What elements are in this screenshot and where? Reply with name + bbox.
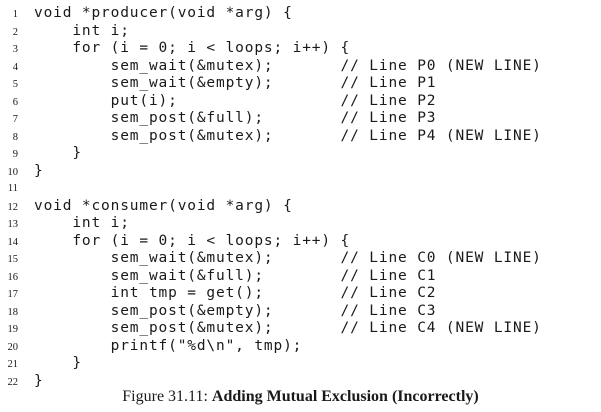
code-text: put(i); // Line P2	[34, 92, 437, 109]
line-number: 22	[7, 376, 19, 388]
code-line: 10}	[0, 163, 542, 181]
line-number: 20	[7, 341, 19, 353]
line-number: 13	[7, 219, 19, 230]
code-text: }	[34, 355, 82, 371]
code-text: }	[34, 372, 44, 389]
code-line: 18 sem_post(&empty); // Line C3	[0, 303, 542, 321]
line-number: 9	[12, 149, 18, 160]
code-line: 16 sem_wait(&full); // Line C1	[0, 268, 542, 286]
line-number: 21	[7, 359, 19, 370]
line-number: 11	[7, 183, 18, 194]
figure-caption: Figure 31.11:Adding Mutual Exclusion (In…	[0, 388, 601, 406]
line-number: 10	[7, 166, 19, 178]
code-line: 13 int i;	[0, 215, 542, 233]
code-line: 20 printf("%d\n", tmp);	[0, 338, 542, 356]
code-text: int i;	[34, 22, 130, 39]
line-number: 17	[7, 289, 19, 300]
line-number: 16	[7, 271, 19, 283]
code-line: 17 int tmp = get(); // Line C2	[0, 285, 542, 303]
code-text: printf("%d\n", tmp);	[34, 337, 303, 354]
code-text: sem_post(&empty); // Line C3	[34, 302, 437, 319]
code-line: 22}	[0, 373, 542, 391]
code-text: }	[34, 145, 82, 161]
code-text: sem_post(&mutex); // Line C4 (NEW LINE)	[34, 320, 542, 336]
code-line: 5 sem_wait(&empty); // Line P1	[0, 75, 542, 93]
code-text: int i;	[34, 215, 130, 231]
code-text: sem_wait(&full); // Line C1	[34, 267, 437, 284]
code-line: 14 for (i = 0; i < loops; i++) {	[0, 233, 542, 251]
line-number: 3	[12, 44, 18, 55]
line-number: 2	[12, 26, 18, 38]
code-line: 4 sem_wait(&mutex); // Line P0 (NEW LINE…	[0, 58, 542, 76]
code-text: sem_wait(&mutex); // Line P0 (NEW LINE)	[34, 57, 542, 74]
line-number: 1	[12, 9, 18, 20]
code-listing: 1 void *producer(void *arg) { 2 int i; 3 …	[0, 5, 542, 390]
code-text: sem_wait(&mutex); // Line C0 (NEW LINE)	[34, 250, 542, 266]
code-text: void *consumer(void *arg) {	[34, 197, 293, 214]
code-text: void *producer(void *arg) {	[34, 5, 293, 21]
code-text: }	[34, 162, 44, 179]
code-line: 2 int i;	[0, 23, 542, 41]
line-number: 18	[7, 306, 19, 318]
code-line: 6 put(i); // Line P2	[0, 93, 542, 111]
code-line: 19 sem_post(&mutex); // Line C4 (NEW LIN…	[0, 320, 542, 338]
line-number: 6	[12, 96, 18, 108]
code-line: 7 sem_post(&full); // Line P3	[0, 110, 542, 128]
code-line: 3 for (i = 0; i < loops; i++) {	[0, 40, 542, 58]
line-number: 19	[7, 324, 19, 335]
figure-caption-label: Figure 31.11:	[122, 388, 208, 405]
code-line: 1 void *producer(void *arg) {	[0, 5, 542, 23]
code-line: 15 sem_wait(&mutex); // Line C0 (NEW LIN…	[0, 250, 542, 268]
figure-caption-title: Adding Mutual Exclusion (Incorrectly)	[211, 388, 479, 405]
line-number: 12	[7, 201, 19, 213]
line-number: 5	[12, 79, 18, 90]
line-number: 15	[7, 254, 19, 265]
code-line: 12 void *consumer(void *arg) {	[0, 198, 542, 216]
code-text: for (i = 0; i < loops; i++) {	[34, 40, 351, 56]
code-line: 11	[0, 180, 542, 198]
code-text: sem_wait(&empty); // Line P1	[34, 75, 437, 91]
line-number: 7	[12, 114, 18, 125]
line-number: 4	[12, 61, 18, 73]
code-text: sem_post(&full); // Line P3	[34, 110, 437, 126]
code-line: 9 }	[0, 145, 542, 163]
code-text: for (i = 0; i < loops; i++) {	[34, 232, 351, 249]
code-text: sem_post(&mutex); // Line P4 (NEW LINE)	[34, 127, 542, 144]
line-number: 8	[12, 131, 18, 143]
line-number: 14	[7, 236, 19, 248]
code-line: 21 }	[0, 355, 542, 373]
code-text: int tmp = get(); // Line C2	[34, 285, 437, 301]
code-line: 8 sem_post(&mutex); // Line P4 (NEW LINE…	[0, 128, 542, 146]
